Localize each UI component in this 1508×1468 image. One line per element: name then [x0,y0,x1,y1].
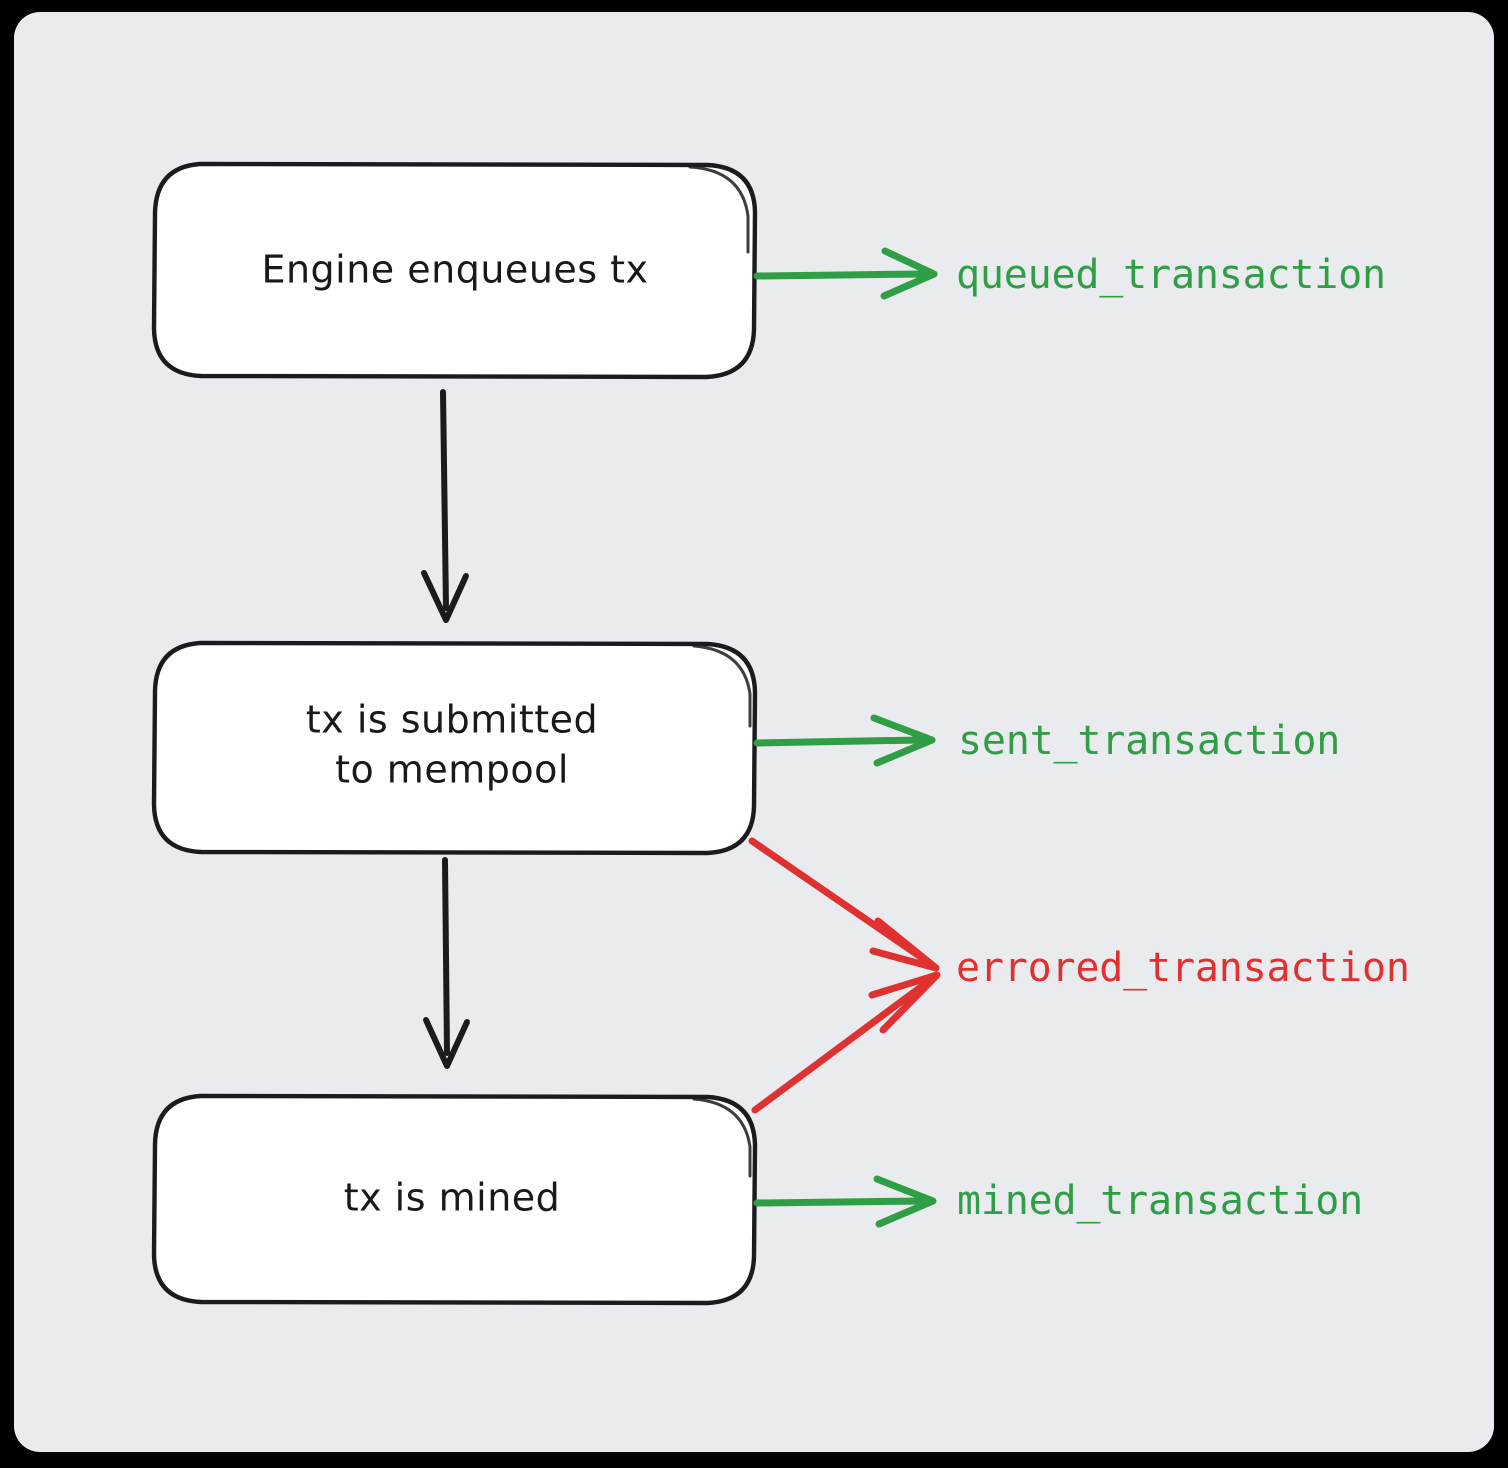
node-enqueue-sketch-stroke [688,165,750,254]
node-submit-sketch-stroke [692,644,752,728]
edge-mined-transaction-arrowhead [873,1175,937,1228]
node-mined-sketch-stroke [692,1097,752,1178]
edge-enqueue-to-submit-line [440,389,449,611]
edge-mined-transaction-line [753,1197,926,1207]
node-mined[interactable]: tx is mined [151,1093,758,1306]
edge-queued-transaction-arrowhead [880,247,938,300]
node-enqueue-shape [151,161,758,380]
edge-errored-from-submit [748,837,940,972]
edge-submit-to-mined-arrowhead [423,1017,470,1069]
node-mined-shape [151,1093,758,1306]
edge-sent-transaction-arrowhead [870,714,936,767]
node-submit[interactable]: tx is submitted to mempool [151,640,758,856]
edge-sent-transaction-line [753,736,924,747]
event-label-sent-transaction: sent_transaction [958,718,1340,764]
edge-sent-transaction [753,714,936,767]
edge-submit-to-mined [423,857,470,1069]
edge-enqueue-to-submit [421,389,469,623]
edge-errored-from-mined-line [751,977,933,1114]
node-submit-shape [151,640,758,856]
edge-queued-transaction [753,247,938,300]
node-enqueue[interactable]: Engine enqueues tx [151,161,758,380]
edge-queued-transaction-line [753,270,929,280]
event-label-queued-transaction: queued_transaction [956,252,1386,298]
node-enqueue-label: Engine enqueues tx [261,248,648,292]
edge-enqueue-to-submit-arrowhead [421,570,469,623]
edge-submit-to-mined-line [442,857,450,1056]
edge-errored-from-mined-arrowhead [868,971,941,1034]
edge-errored-from-mined [751,971,941,1114]
event-label-errored-transaction: errored_transaction [956,945,1410,991]
node-submit-label-line1: tx is submitted [306,698,598,742]
node-mined-label: tx is mined [344,1176,561,1220]
node-submit-label-line2: to mempool [335,748,569,792]
event-label-mined-transaction: mined_transaction [957,1178,1363,1224]
edge-mined-transaction [753,1175,937,1228]
edge-errored-from-submit-arrowhead [869,917,940,972]
